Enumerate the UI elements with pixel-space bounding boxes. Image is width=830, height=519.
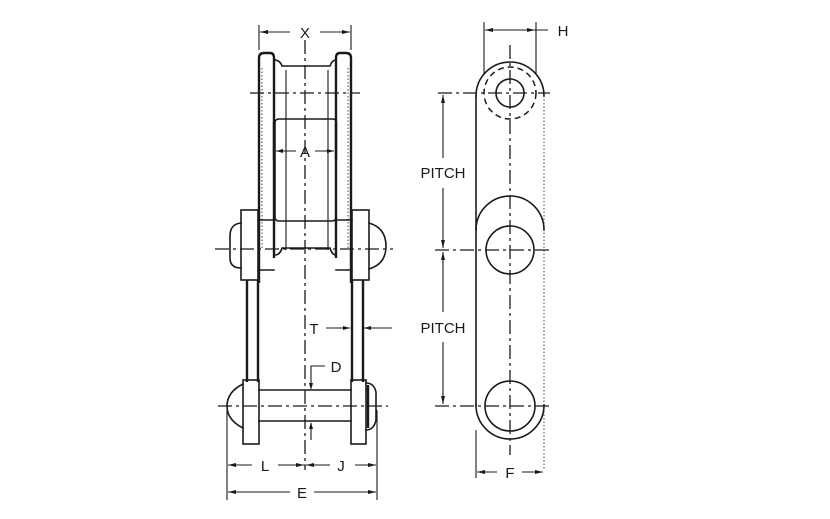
label-pitch-lower: PITCH [421, 320, 466, 337]
dim-h: H [483, 22, 569, 75]
dim-f: F [475, 430, 543, 482]
middle-pin-joint [229, 209, 387, 382]
roller-window [272, 118, 338, 222]
label-f: F [505, 465, 514, 482]
upper-roller [273, 59, 337, 256]
dim-e: E [228, 485, 376, 502]
label-j: J [337, 458, 345, 475]
front-view: H PITCH PITCH F [421, 22, 569, 482]
label-h: H [558, 23, 569, 40]
front-centerlines [435, 45, 550, 455]
label-d: D [331, 359, 342, 376]
dim-t: T [309, 321, 392, 338]
dim-x: X [258, 25, 352, 50]
side-view: X A T D [215, 25, 393, 502]
lower-pin-joint [226, 379, 377, 445]
dim-l-j: L J [226, 410, 378, 500]
dim-d: D [309, 359, 342, 440]
label-pitch-upper: PITCH [421, 165, 466, 182]
label-x: X [300, 25, 310, 42]
label-l: L [261, 458, 269, 475]
dim-pitch: PITCH PITCH [421, 95, 466, 404]
dim-a: A [276, 144, 334, 161]
label-e: E [297, 485, 307, 502]
label-t: T [309, 321, 318, 338]
side-centerlines [215, 40, 393, 470]
label-a: A [300, 144, 310, 161]
